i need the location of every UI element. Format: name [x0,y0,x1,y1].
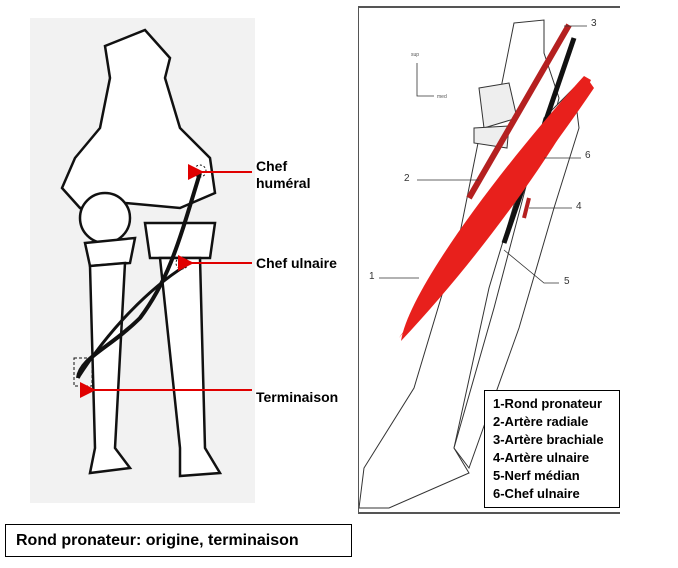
legend-item: 5-Nerf médian [493,468,580,483]
callout-2: 2 [404,173,410,184]
label-terminaison: Terminaison [256,389,339,405]
callout-6: 6 [585,150,591,161]
pointer-arrows [80,164,252,398]
legend-item: 4-Artère ulnaire [493,450,590,465]
legend-item: 2-Artère radiale [493,414,589,429]
legend-item: 3-Artère brachiale [493,432,604,447]
callout-1: 1 [369,271,375,282]
callout-3: 3 [591,18,597,29]
right-anatomy-panel: 3 2 6 4 5 1 sup med [358,6,620,514]
label-chef-ulnaire: Chef ulnaire [256,255,337,271]
callout-5: 5 [564,276,570,287]
legend-item: 1-Rond pronateur [493,396,603,411]
callout-4: 4 [576,201,582,212]
legend-box: 1-Rond pronateur 2-Artère radiale 3-Artè… [484,390,620,508]
label-chef-humeral: Chef huméral [256,158,311,191]
figure-caption: Rond pronateur: origine, terminaison [5,524,352,557]
left-anatomy-drawing [30,18,255,503]
orientation-sup: sup [411,52,420,58]
legend-item: 6-Chef ulnaire [493,486,580,501]
orientation-med: med [437,94,447,100]
